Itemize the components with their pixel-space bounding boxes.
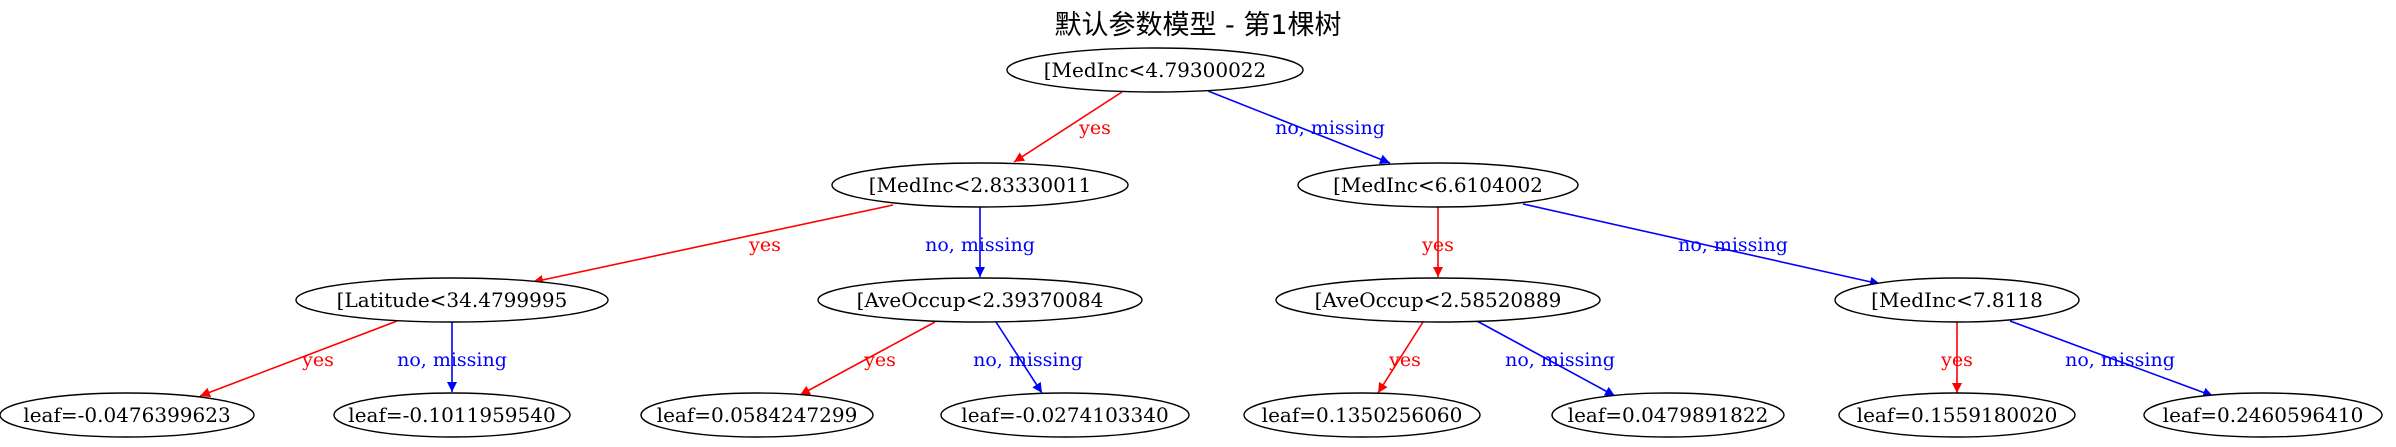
leaf-node-l5: leaf=0.0479891822 [1551, 392, 1785, 438]
leaf-node-l1: leaf=-0.1011959540 [333, 392, 571, 438]
edge-label-n3-l0: yes [301, 349, 334, 371]
edge-n1-n3 [532, 204, 894, 285]
node-ellipse-l4 [1243, 392, 1481, 438]
node-label-l1: leaf=-0.1011959540 [348, 403, 555, 427]
edge-label-n1-n4: no, missing [925, 234, 1035, 256]
edge-n0-n1 [1013, 91, 1123, 163]
edge-n4-l2 [799, 321, 936, 396]
leaf-node-l3: leaf=-0.0274103340 [940, 392, 1190, 438]
node-ellipse-l2 [640, 392, 874, 438]
node-ellipse-n6 [1834, 277, 2080, 323]
node-ellipse-n1 [831, 162, 1129, 208]
edge-label-n4-l2: yes [863, 349, 896, 371]
node-label-n3: [Latitude<34.4799995 [337, 288, 568, 312]
diagram-title: 默认参数模型 - 第1棵树 [1054, 10, 1341, 41]
split-node-n5: [AveOccup<2.58520889 [1275, 277, 1601, 323]
edge-label-n0-n2: no, missing [1275, 117, 1385, 139]
edge-label-n2-n5: yes [1421, 234, 1454, 256]
node-ellipse-l3 [940, 392, 1190, 438]
node-ellipse-l0 [0, 392, 255, 438]
node-label-n6: [MedInc<7.8118 [1871, 288, 2043, 312]
edge-n6-l7 [2009, 320, 2214, 398]
node-label-n2: [MedInc<6.6104002 [1333, 173, 1543, 197]
node-label-n0: [MedInc<4.79300022 [1044, 58, 1267, 82]
node-label-n4: [AveOccup<2.39370084 [857, 288, 1104, 312]
node-ellipse-l6 [1838, 392, 2076, 438]
split-node-n0: [MedInc<4.79300022 [1006, 47, 1304, 93]
leaf-node-l6: leaf=0.1559180020 [1838, 392, 2076, 438]
leaf-node-l0: leaf=-0.0476399623 [0, 392, 255, 438]
node-ellipse-n4 [817, 277, 1143, 323]
split-node-n3: [Latitude<34.4799995 [295, 277, 609, 323]
node-label-l2: leaf=0.0584247299 [657, 403, 858, 427]
node-ellipse-n3 [295, 277, 609, 323]
edge-label-n6-l6: yes [1940, 349, 1973, 371]
leaf-node-l2: leaf=0.0584247299 [640, 392, 874, 438]
edges-layer: yes no, missing yes no, missing yes no, missi… [199, 90, 2214, 398]
node-label-l5: leaf=0.0479891822 [1568, 403, 1769, 427]
edge-label-n0-n1: yes [1078, 117, 1111, 139]
node-ellipse-n0 [1006, 47, 1304, 93]
edge-label-n1-n3: yes [748, 234, 781, 256]
node-label-l3: leaf=-0.0274103340 [961, 403, 1168, 427]
node-label-l4: leaf=0.1350256060 [1262, 403, 1463, 427]
node-ellipse-n2 [1297, 162, 1579, 208]
edge-n4-l3 [995, 321, 1043, 394]
node-ellipse-n5 [1275, 277, 1601, 323]
edge-label-n5-l4: yes [1388, 349, 1421, 371]
split-node-n1: [MedInc<2.83330011 [831, 162, 1129, 208]
node-ellipse-l5 [1551, 392, 1785, 438]
edge-label-n4-l3: no, missing [973, 349, 1083, 371]
nodes-layer: [MedInc<4.79300022 [MedInc<2.83330011 [Med… [0, 47, 2383, 438]
split-node-n4: [AveOccup<2.39370084 [817, 277, 1143, 323]
leaf-node-l7: leaf=0.2460596410 [2143, 392, 2383, 438]
node-ellipse-l7 [2143, 392, 2383, 438]
edge-label-n5-l5: no, missing [1505, 349, 1615, 371]
node-label-l7: leaf=0.2460596410 [2163, 403, 2364, 427]
edge-n5-l4 [1377, 321, 1424, 394]
split-node-n6: [MedInc<7.8118 [1834, 277, 2080, 323]
node-label-n5: [AveOccup<2.58520889 [1315, 288, 1562, 312]
leaf-node-l4: leaf=0.1350256060 [1243, 392, 1481, 438]
edge-n2-n6 [1522, 203, 1881, 287]
split-node-n2: [MedInc<6.6104002 [1297, 162, 1579, 208]
edge-n0-n2 [1207, 90, 1391, 164]
node-label-l0: leaf=-0.0476399623 [23, 403, 230, 427]
edge-label-n6-l7: no, missing [2065, 349, 2175, 371]
node-ellipse-l1 [333, 392, 571, 438]
edge-n5-l5 [1476, 320, 1616, 397]
node-label-n1: [MedInc<2.83330011 [869, 173, 1092, 197]
edge-n3-l0 [199, 320, 398, 398]
edge-label-n2-n6: no, missing [1678, 234, 1788, 256]
edge-label-n3-l1: no, missing [397, 349, 507, 371]
node-label-l6: leaf=0.1559180020 [1857, 403, 2058, 427]
